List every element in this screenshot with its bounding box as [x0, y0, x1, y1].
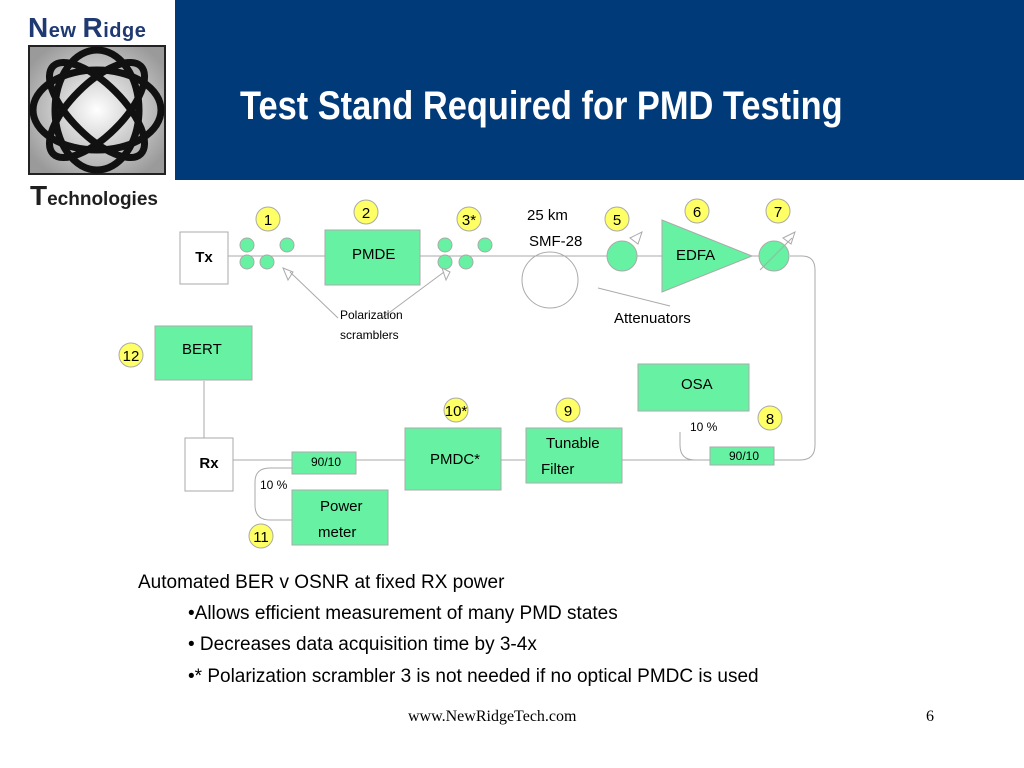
bert-label: BERT: [182, 341, 222, 358]
coupler-rx-box: [291, 451, 357, 475]
marker-8: 8: [757, 405, 783, 431]
svg-text:2: 2: [362, 205, 370, 222]
attenuator-5-icon: [606, 240, 638, 272]
logo-initial-t: T: [30, 180, 48, 211]
edfa-amplifier-icon: [661, 219, 754, 293]
svg-text:1: 1: [264, 212, 272, 229]
component-markers: 1 2 3* 5 6 7 12 10* 9 8 11: [118, 198, 791, 549]
pmdc-box: [404, 427, 502, 491]
coupler-osa-label: 90/10: [729, 449, 759, 463]
logo-text-idge: idge: [103, 20, 147, 42]
logo-text-ew: ew: [48, 20, 83, 42]
marker-7: 7: [765, 198, 791, 224]
pmdc-label: PMDC*: [430, 451, 480, 468]
pmde-box: [324, 229, 421, 286]
footer-url: www.NewRidgeTech.com: [408, 708, 577, 725]
marker-1: 1: [255, 206, 281, 232]
rx-box: [184, 437, 234, 492]
tunable-filter-box: [525, 427, 623, 484]
marker-11: 11: [248, 523, 274, 549]
power-meter-label-line1: Power: [320, 498, 363, 515]
svg-text:5: 5: [613, 212, 621, 229]
marker-9: 9: [555, 397, 581, 423]
bullet-item: • Decreases data acquisition time by 3-4…: [188, 634, 537, 655]
svg-text:11: 11: [253, 529, 269, 546]
rx-tap-percent: 10 %: [260, 478, 288, 492]
scramblers-label-line1: Polarization: [340, 308, 403, 322]
scrambler-3-icon: [437, 237, 493, 270]
logo-emblem-icon: [28, 45, 166, 175]
logo-initial-n: N: [28, 12, 49, 43]
fiber-spool-icon: [521, 251, 579, 309]
osa-label: OSA: [681, 376, 713, 393]
marker-5: 5: [604, 206, 630, 232]
marker-6: 6: [684, 198, 710, 224]
coupler-rx-label: 90/10: [311, 455, 341, 469]
tx-label: Tx: [195, 249, 213, 266]
power-meter-label-line2: meter: [318, 524, 356, 541]
logo-wordmark-top: New Ridge: [28, 12, 146, 44]
fiber-label: SMF-28: [529, 233, 582, 250]
bullet-item: •* Polarization scrambler 3 is not neede…: [188, 666, 759, 687]
company-logo: New Ridge Technologies: [0, 0, 175, 212]
attenuators-label: Attenuators: [614, 310, 691, 327]
tunable-filter-label-line1: Tunable: [546, 435, 600, 452]
bullet-lead: Automated BER v OSNR at fixed RX power: [138, 572, 505, 593]
edfa-label: EDFA: [676, 247, 715, 264]
power-meter-box: [291, 489, 389, 546]
marker-10: 10*: [443, 397, 469, 423]
scramblers-label-line2: scramblers: [340, 328, 399, 342]
scrambler-1-icon: [239, 237, 295, 270]
logo-wordmark-bottom: Technologies: [30, 180, 158, 212]
bullet-item: •Allows efficient measurement of many PM…: [188, 603, 618, 624]
osa-tap-percent: 10 %: [690, 420, 718, 434]
osa-box: [637, 363, 750, 412]
tx-box: [179, 231, 229, 285]
svg-text:10*: 10*: [445, 403, 468, 420]
svg-text:9: 9: [564, 403, 572, 420]
km-label: 25 km: [527, 207, 568, 224]
svg-text:3*: 3*: [462, 212, 476, 229]
logo-initial-r: R: [82, 12, 104, 43]
svg-text:12: 12: [123, 348, 140, 365]
bert-box: [154, 325, 253, 381]
page-number: 6: [926, 708, 934, 725]
slide-title: Test Stand Required for PMD Testing: [240, 84, 843, 128]
svg-text:7: 7: [774, 204, 782, 221]
pmde-label: PMDE: [352, 246, 395, 263]
arrowheads: [282, 231, 796, 282]
rx-label: Rx: [199, 455, 219, 472]
marker-3: 3*: [456, 206, 482, 232]
svg-text:8: 8: [766, 411, 774, 428]
tunable-filter-label-line2: Filter: [541, 461, 574, 478]
coupler-osa-box: [709, 446, 775, 466]
marker-2: 2: [353, 199, 379, 225]
logo-text-echnologies: echnologies: [47, 189, 158, 210]
marker-12: 12: [118, 342, 144, 368]
svg-text:6: 6: [693, 204, 701, 221]
